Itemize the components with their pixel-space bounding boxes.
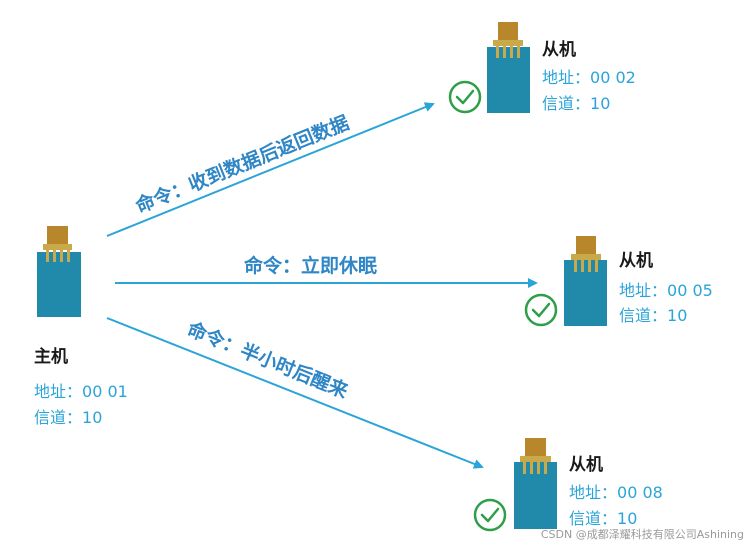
command-label-3: 命令：半小时后醒来 — [184, 317, 351, 402]
slave-3-channel: 信道：10 — [569, 509, 637, 528]
check-circle-icon — [448, 80, 482, 114]
slave-3-address: 地址：00 08 — [569, 483, 663, 502]
arrow-to-slave-1 — [106, 102, 435, 237]
slave-3-name: 从机 — [569, 454, 603, 475]
wireless-module-icon — [564, 236, 607, 326]
check-circle-icon — [524, 293, 558, 327]
slave-2-address: 地址：00 05 — [619, 281, 713, 300]
wireless-module-icon — [487, 22, 530, 113]
master-channel: 信道：10 — [34, 408, 102, 427]
wireless-module-icon — [514, 438, 557, 529]
watermark: CSDN @成都泽耀科技有限公司Ashining — [540, 528, 744, 541]
command-label-2: 命令：立即休眠 — [244, 254, 377, 277]
wireless-module-icon — [37, 226, 81, 317]
slave-1-address: 地址：00 02 — [542, 68, 636, 87]
slave-node-3: 从机 地址：00 08 信道：10 — [473, 438, 663, 532]
slave-2-name: 从机 — [619, 250, 653, 271]
master-name: 主机 — [34, 346, 68, 367]
check-circle-icon — [473, 498, 507, 532]
slave-2-channel: 信道：10 — [619, 306, 687, 325]
slave-node-2: 从机 地址：00 05 信道：10 — [524, 236, 713, 327]
slave-node-1: 从机 地址：00 02 信道：10 — [448, 22, 636, 114]
master-address: 地址：00 01 — [34, 382, 128, 401]
command-label-1: 命令：收到数据后返回数据 — [132, 111, 352, 218]
slave-1-channel: 信道：10 — [542, 94, 610, 113]
master-node: 主机 地址：00 01 信道：10 — [34, 226, 128, 427]
slave-1-name: 从机 — [542, 39, 576, 60]
arrow-to-slave-3 — [106, 317, 484, 469]
